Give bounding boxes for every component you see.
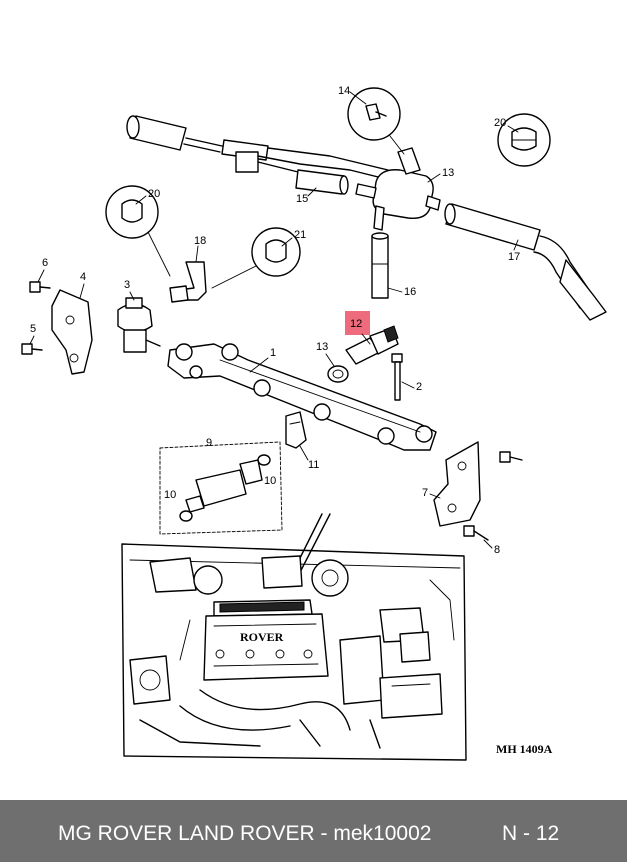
callout-3: 3 (124, 279, 130, 291)
injector-kit-box-9 (159, 441, 283, 535)
rover-logo-text: ROVER (240, 630, 284, 644)
bracket-4 (51, 289, 93, 375)
bolt-5 (21, 343, 43, 355)
elbow-hose-19 (169, 261, 207, 303)
callout-circle-15 (347, 87, 405, 155)
bracket-7 (433, 441, 481, 527)
callout-8: 8 (494, 544, 500, 556)
callout-15: 14 (338, 85, 350, 97)
callout-11: 11 (308, 459, 319, 471)
callout-circle-20-left (105, 185, 171, 277)
vacuum-hose-16 (126, 115, 389, 195)
callout-1: 1 (270, 347, 276, 359)
callout-7: 7 (422, 487, 428, 499)
callout-12-highlight (345, 311, 370, 335)
callout-17: 16 (404, 286, 416, 298)
callout-circle-20-top (497, 113, 551, 167)
callout-18: 17 (508, 251, 520, 263)
hose-17 (371, 232, 389, 299)
callout-20-top: 20 (494, 117, 506, 129)
callout-9: 9 (206, 437, 212, 449)
oring-13 (327, 365, 349, 383)
callout-5: 5 (30, 323, 36, 335)
callout-12: 12 (350, 318, 362, 330)
diagram-reference: MH 1409A (496, 742, 553, 756)
callout-2: 2 (416, 381, 422, 393)
callout-19: 18 (194, 235, 206, 247)
parts-diagram: ROVER 14 20 13 15 20 18 21 17 (21, 85, 607, 761)
fuel-pressure-regulator-14 (355, 147, 441, 231)
callout-20-left: 20 (148, 188, 160, 200)
callout-6: 6 (42, 257, 48, 269)
engine-bay-overview: ROVER (121, 543, 467, 761)
footer-title: MG ROVER LAND ROVER - mek10002 (58, 822, 432, 845)
callout-21: 21 (294, 229, 306, 241)
callout-10-right: 10 (264, 475, 276, 487)
hose-18 (444, 203, 607, 321)
bolt-right (499, 451, 523, 463)
footer-page-number: N - 12 (502, 822, 560, 845)
callout-labels: 14 20 13 15 20 18 21 17 16 6 4 3 5 12 13… (29, 85, 520, 556)
callout-16: 15 (296, 193, 308, 205)
damper-3 (117, 297, 161, 353)
bolt-8 (463, 525, 489, 541)
callout-13: 13 (316, 341, 328, 353)
callout-circle-21 (211, 227, 301, 289)
footer-bar: MG ROVER LAND ROVER - mek10002 N - 12 (0, 800, 627, 862)
callout-10-left: 10 (164, 489, 176, 501)
bolt-6 (29, 281, 51, 293)
injector-12 (345, 325, 399, 365)
callout-14: 13 (442, 167, 454, 179)
fuel-rail-1 (167, 343, 437, 451)
callout-4: 4 (80, 271, 86, 283)
bolt-2 (391, 353, 403, 401)
clip-11 (285, 411, 307, 449)
pointer-line (295, 513, 331, 581)
